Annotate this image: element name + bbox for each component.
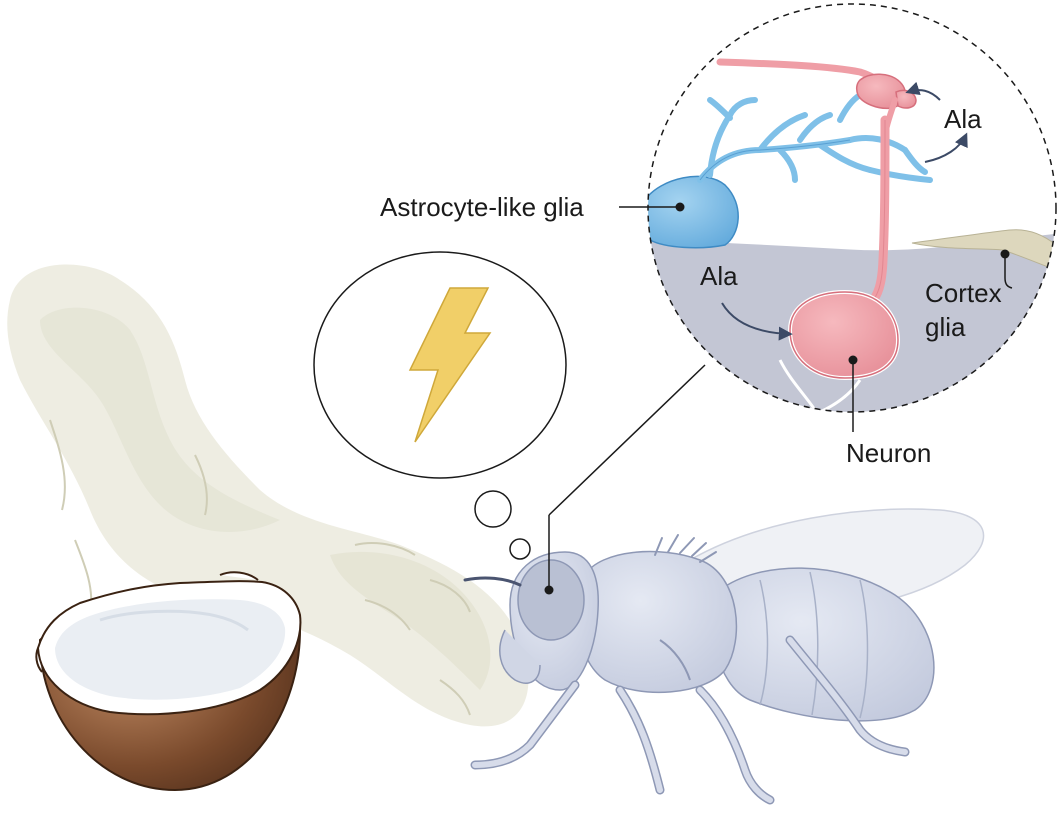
- thought-bubble: [314, 252, 566, 559]
- coconut: [36, 572, 300, 790]
- fruit-fly: [465, 509, 984, 800]
- cortex-glia-label-line2: glia: [925, 312, 966, 342]
- ala-label-top: Ala: [944, 104, 982, 134]
- ala-label-inner: Ala: [700, 261, 738, 291]
- astrocyte-like-glia-label: Astrocyte-like glia: [380, 192, 584, 222]
- cortex-glia-label-line1: Cortex: [925, 278, 1002, 308]
- neuron-label: Neuron: [846, 438, 931, 468]
